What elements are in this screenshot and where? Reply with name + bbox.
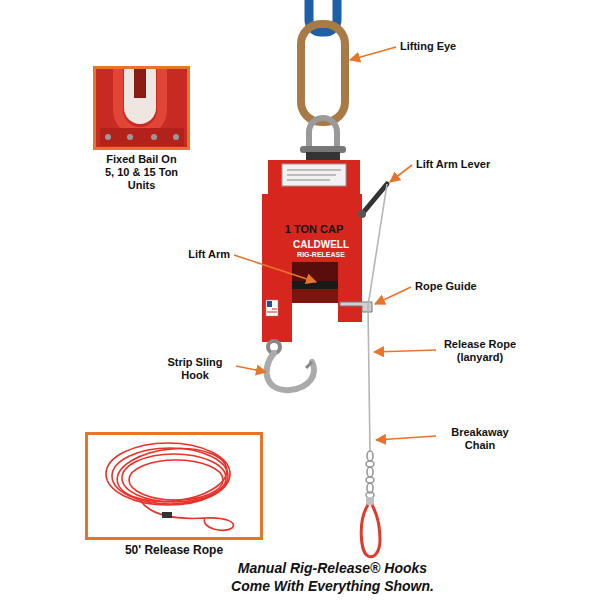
hook-body [262, 152, 362, 342]
callout-label: Lifting Eye [400, 40, 456, 53]
rope-loop [361, 497, 380, 557]
callout-label: Release Rope (lanyard) [440, 338, 520, 364]
leader-lines [234, 47, 436, 440]
inset-frame: 50' Release Rope [85, 432, 263, 540]
capacity-marking: 1 TON CAP [270, 223, 358, 236]
strip-sling-hook [267, 341, 314, 390]
fixed-bail-photo [95, 68, 188, 148]
callout-label: Rope Guide [415, 280, 477, 293]
inset-caption: 50' Release Rope [125, 543, 223, 557]
lever-pivot [358, 210, 366, 218]
rope-coil-photo [106, 443, 233, 530]
rope-guide [340, 302, 372, 312]
product-marking: RIG-RELEASE [284, 251, 358, 259]
brand-marking: CALDWELL [284, 239, 358, 251]
breakaway-chain [366, 451, 374, 498]
callout-label: Lift Arm Lever [416, 158, 490, 171]
callout-label: Breakaway Chain [440, 426, 520, 452]
inset-caption: Fixed Bail On 5, 10 & 15 Ton Units [103, 153, 181, 193]
shackle [300, 118, 346, 153]
lifting-eye [301, 24, 345, 122]
caption: Manual Rig-Release® Hooks Come With Ever… [225, 560, 440, 595]
callout-label: Strip Sling Hook [158, 356, 232, 382]
callout-label: Lift Arm [160, 248, 230, 261]
inset-frame: Fixed Bail On 5, 10 & 15 Ton Units [93, 66, 190, 150]
release-rope [368, 184, 387, 452]
